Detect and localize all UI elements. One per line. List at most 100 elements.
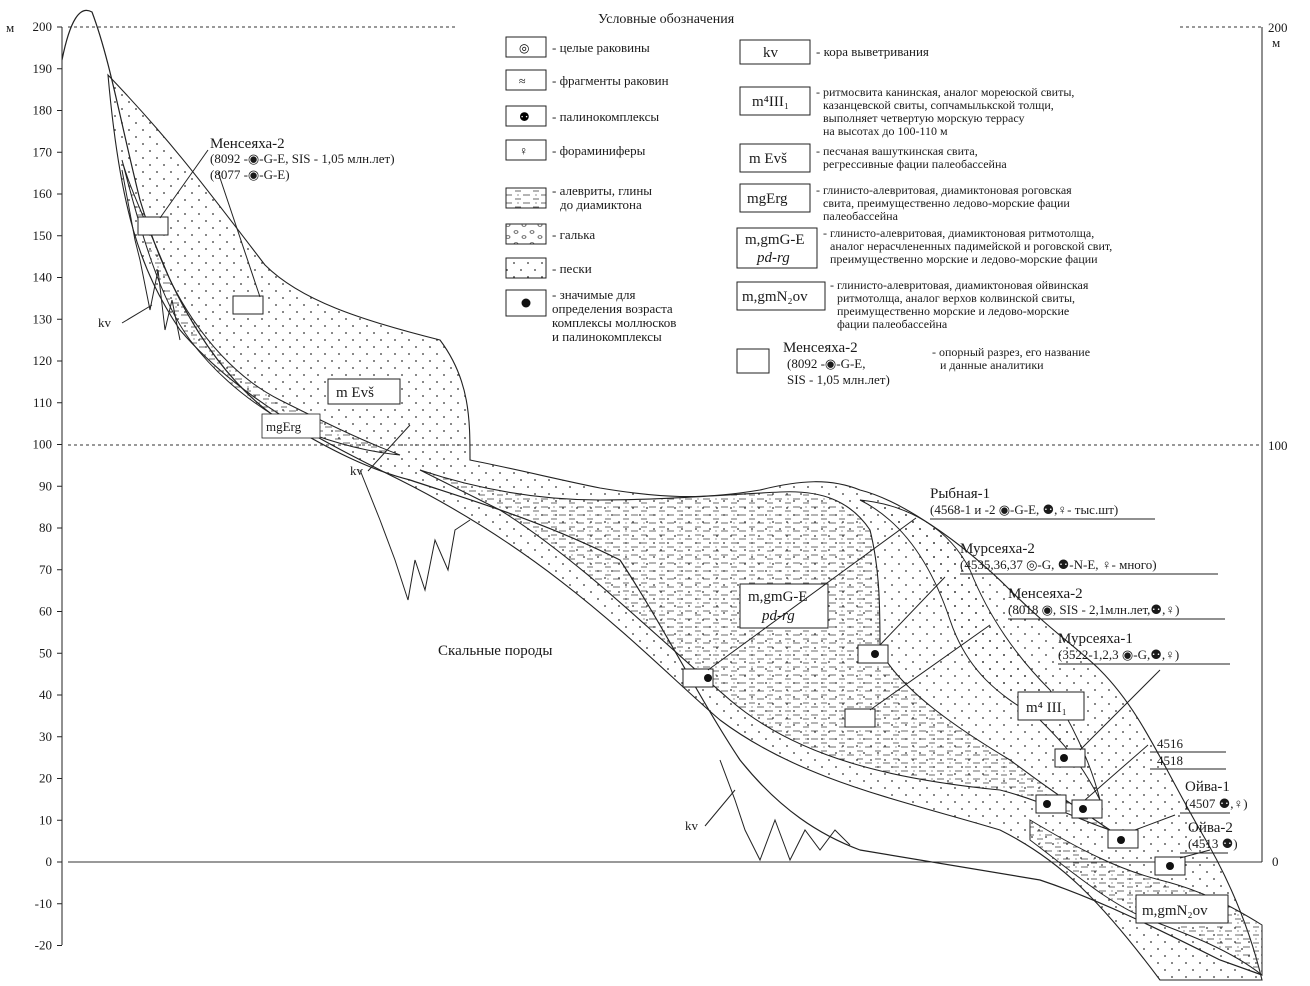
oiva1-line1: (4507 ⚉,♀) (1185, 796, 1248, 811)
left-tick-label: 0 (46, 854, 53, 869)
left-tick-label: 60 (39, 604, 52, 619)
legend-section-line2: SIS - 1,05 млн.лет) (787, 372, 890, 387)
legend-title: Условные обозначения (598, 12, 735, 27)
legend-right-2-l1: регрессивные фации палеобассейна (823, 157, 1007, 171)
left-tick-label: 30 (39, 729, 52, 744)
label-mgmN2ov: m,gmN₂ov (1142, 903, 1208, 919)
left-tick-label: 110 (33, 395, 52, 410)
legend-box-pd-rg: pd-rg (756, 250, 790, 266)
legend-left-0: - целые раковины (552, 40, 650, 55)
left-tick-label: 200 (33, 19, 53, 34)
murs2-line1: (4535,36,37 ◎-G, ⚉-N-E, ♀- много) (960, 557, 1157, 572)
left-axis-unit: м (6, 20, 14, 35)
legend-right-4-l0: - глинисто-алевритовая, диамиктоновая ри… (823, 226, 1094, 240)
whole-shell-icon: ◎ (519, 41, 529, 55)
left-tick-label: 130 (33, 311, 53, 326)
legend-right-0-l0: - кора выветривания (816, 44, 929, 59)
ryb-title: Рыбная-1 (930, 486, 990, 502)
legend: Условные обозначения ◎ - целые раковины … (505, 12, 1112, 387)
legend-left-7b: определения возраста (552, 301, 673, 316)
legend-right-5-l3: фации палеобассейна (837, 317, 948, 331)
label-4518: 4518 (1157, 753, 1183, 768)
legend-right-3-l0: - глинисто-алевритовая, диамиктоновая ро… (816, 183, 1072, 197)
legend-box-mgErg: mgErg (747, 191, 788, 207)
legend-left-5: - галька (552, 227, 595, 242)
legend-right-1-l1: казанцевской свиты, сопчамылькской толщи… (823, 98, 1054, 112)
shell-fragment-icon: ≈ (519, 74, 526, 88)
mens2-line2: (8077 -◉-G-E) (210, 167, 290, 182)
left-tick-label: 10 (39, 812, 52, 827)
legend-left-4: - алевриты, глины (552, 183, 652, 198)
label-4516: 4516 (1157, 736, 1184, 751)
legend-box-mgmN2ov: m,gmN₂ov (742, 289, 808, 305)
legend-box-m4III: m⁴III₁ (752, 94, 789, 110)
legend-right-5-l2: преимущественно морские и ледово-морские (837, 304, 1069, 318)
left-tick-label: 140 (33, 270, 53, 285)
label-kv-3: kv (685, 818, 699, 833)
mens2-line1: (8092 -◉-G-E, SIS - 1,05 млн.лет) (210, 151, 395, 166)
legend-left-1: - фрагменты раковин (552, 73, 669, 88)
right-tick-100: 100 (1268, 438, 1288, 453)
legend-right-column: kv - кора выветривания m⁴III₁ - ритмосви… (736, 39, 1112, 387)
oiva2-line1: (4513 ⚉) (1188, 836, 1238, 851)
left-axis: 2001901801701601501401301201101009080706… (6, 19, 63, 953)
legend-left-column: ◎ - целые раковины ≈ - фрагменты раковин… (505, 36, 676, 344)
right-axis-unit: м (1272, 35, 1280, 50)
left-tick-label: -20 (35, 938, 52, 953)
weathering-crust-lower (719, 759, 851, 862)
section-box-icon (736, 348, 770, 374)
left-tick-label: 20 (39, 771, 52, 786)
sand-pattern-icon (505, 257, 547, 279)
label-kv-2: kv (350, 463, 364, 478)
left-tick-label: 180 (33, 103, 53, 118)
legend-box-mgmGE: m,gmG-E (745, 232, 805, 248)
legend-right-3-l2: палеобассейна (823, 209, 899, 223)
legend-box-mEvs: m Evš (749, 151, 787, 167)
unit-mgmGE-body (419, 469, 1111, 831)
legend-left-6: - пески (552, 261, 592, 276)
left-tick-label: 100 (33, 437, 53, 452)
left-tick-label: 80 (39, 520, 52, 535)
mens2-title: Менсеяха-2 (210, 136, 285, 152)
legend-right-3-l1: свита, преимущественно ледово-морские фа… (823, 196, 1070, 210)
legend-right-4-l1: аналог нерасчлененных падимейской и рого… (830, 239, 1112, 253)
oiva1-title: Ойва-1 (1185, 779, 1230, 795)
legend-left-7c: комплексы моллюсков (552, 315, 676, 330)
label-m4III: m⁴ III₁ (1026, 700, 1067, 716)
legend-right-5-l0: - глинисто-алевритовая, диамиктоновая ой… (830, 278, 1089, 292)
label-mgErg: mgErg (266, 419, 302, 434)
left-tick-label: -10 (35, 896, 52, 911)
legend-left-3: - фораминиферы (552, 143, 646, 158)
foraminifera-icon: ♀ (519, 144, 528, 158)
right-axis: 200 м 100 0 (1261, 20, 1288, 869)
ryb-line1: (4568-1 и -2 ◉-G-E, ⚉,♀- тыс.шт) (930, 502, 1118, 517)
legend-section-desc2: и данные аналитики (940, 358, 1044, 372)
left-tick-label: 170 (33, 144, 53, 159)
oiva2-title: Ойва-2 (1188, 820, 1233, 836)
left-tick-label: 70 (39, 562, 52, 577)
left-tick-label: 150 (33, 228, 53, 243)
bedrock-surface (61, 9, 1263, 976)
left-tick-label: 40 (39, 687, 52, 702)
legend-right-5-l1: ритмотолща, аналог верхов колвинской сви… (837, 291, 1075, 305)
section-markers (137, 216, 1186, 876)
palynocomplex-icon: ⚉ (519, 110, 530, 124)
label-kv-1: kv (98, 315, 112, 330)
significant-dot-icon (521, 298, 531, 308)
legend-right-1-l3: на высотах до 100-110 м (823, 124, 948, 138)
legend-section-desc1: - опорный разрез, его название (932, 345, 1090, 359)
left-tick-label: 190 (33, 61, 53, 76)
weathering-crust-middle (359, 469, 471, 601)
leader-lines (159, 149, 1211, 859)
legend-right-4-l2: преимущественно морские и ледово-морские… (830, 252, 1098, 266)
murs1-title: Мурсеяха-1 (1058, 631, 1133, 647)
pebble-pattern-icon (505, 223, 547, 245)
section-labels: Менсеяха-2 (8092 -◉-G-E, SIS - 1,05 млн.… (210, 136, 1248, 854)
left-tick-label: 160 (33, 186, 53, 201)
mens2b-line1: (8018 ◉, SIS - 2,1млн.лет,⚉,♀) (1008, 602, 1179, 617)
legend-section-name: Менсеяха-2 (783, 340, 858, 356)
silt-clay-pattern-icon (505, 187, 547, 209)
label-mEvs: m Evš (336, 385, 374, 401)
legend-left-7: - значимые для (552, 287, 635, 302)
